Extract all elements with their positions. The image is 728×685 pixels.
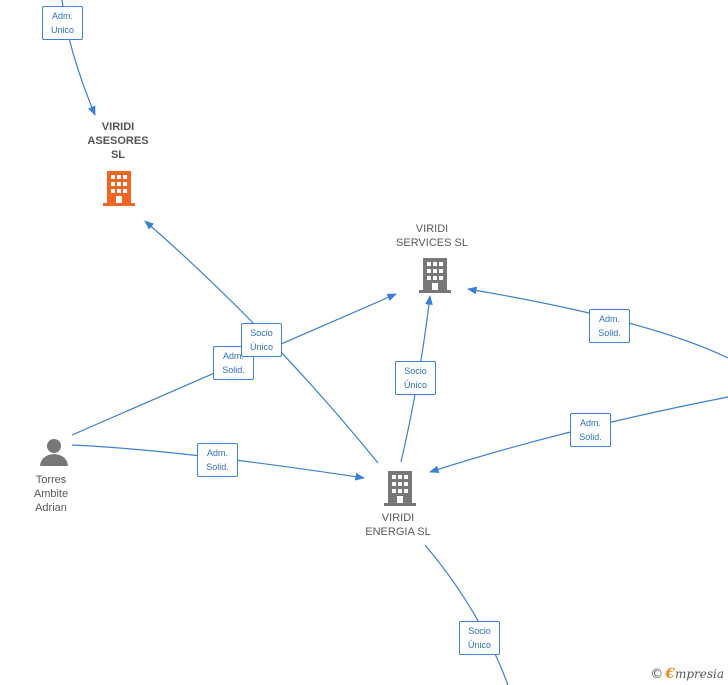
brand-initial: € [665, 666, 675, 682]
edge-label-line: Socio [468, 626, 491, 636]
copyright-icon: © [650, 667, 664, 682]
node-label-line: ENERGIA SL [365, 526, 431, 538]
edge-label-line: Adm. [206, 448, 228, 458]
edge-label-line: Adm. [222, 351, 244, 361]
node-label-line: VIRIDI [381, 512, 415, 524]
node-viridi-energia-label[interactable]: VIRIDI ENERGIA SL [353, 511, 443, 539]
edge-label-socio-unico[interactable]: Socio Único [241, 323, 282, 357]
edge-label-line: Solid. [222, 365, 245, 375]
node-label-line: Torres [35, 474, 67, 486]
edge-label-adm-solid[interactable]: Adm. Solid. [589, 309, 630, 343]
edge-label-adm-unico[interactable]: Adm. Unico [42, 6, 83, 40]
edge-label-adm-solid[interactable]: Adm. Solid. [197, 443, 238, 477]
edge-label-line: Único [467, 640, 491, 650]
edge-label-adm-solid[interactable]: Adm. Solid. [213, 346, 254, 380]
edge-label-line: Solid. [598, 328, 621, 338]
brand-name: mpresia [674, 667, 724, 681]
node-label-line: SERVICES SL [396, 237, 468, 249]
edge-label-adm-solid[interactable]: Adm. Solid. [570, 413, 611, 447]
edge-label-line: Único [249, 342, 273, 352]
edge-label-line: Solid. [579, 432, 602, 442]
edge-label-line: Solid. [206, 462, 229, 472]
empresia-brand: ©€mpresia [650, 666, 724, 682]
edge-label-line: Único [403, 380, 427, 390]
person-icon[interactable] [38, 437, 70, 467]
edge-label-line: Unico [50, 25, 74, 35]
edge-energia-to-bottom [424, 544, 509, 685]
node-label-line: Ambite [33, 488, 69, 500]
node-viridi-services-label[interactable]: VIRIDI SERVICES SL [387, 222, 477, 250]
edge-label-socio-unico[interactable]: Socio Único [395, 361, 436, 395]
edge-label-line: Socio [404, 366, 427, 376]
node-label-line: SL [110, 149, 126, 161]
company-building-icon[interactable] [384, 470, 416, 506]
company-building-icon[interactable] [419, 257, 451, 293]
node-label-line: ASESORES [87, 135, 149, 147]
edge-label-socio-unico[interactable]: Socio Único [459, 621, 500, 655]
node-viridi-asesores-label[interactable]: VIRIDI ASESORES SL [78, 120, 158, 162]
edge-label-line: Adm. [51, 11, 73, 21]
node-label-line: Adrian [35, 502, 67, 514]
node-label-line: VIRIDI [415, 223, 449, 235]
edge-label-line: Adm. [598, 314, 620, 324]
node-torres-ambite-adrian-label[interactable]: Torres Ambite Adrian [16, 473, 86, 515]
company-building-icon-highlighted[interactable] [103, 170, 135, 206]
edge-label-line: Adm. [579, 418, 601, 428]
edge-right-to-energia [429, 396, 728, 473]
node-label-line: VIRIDI [101, 121, 135, 133]
edge-label-line: Socio [250, 328, 273, 338]
